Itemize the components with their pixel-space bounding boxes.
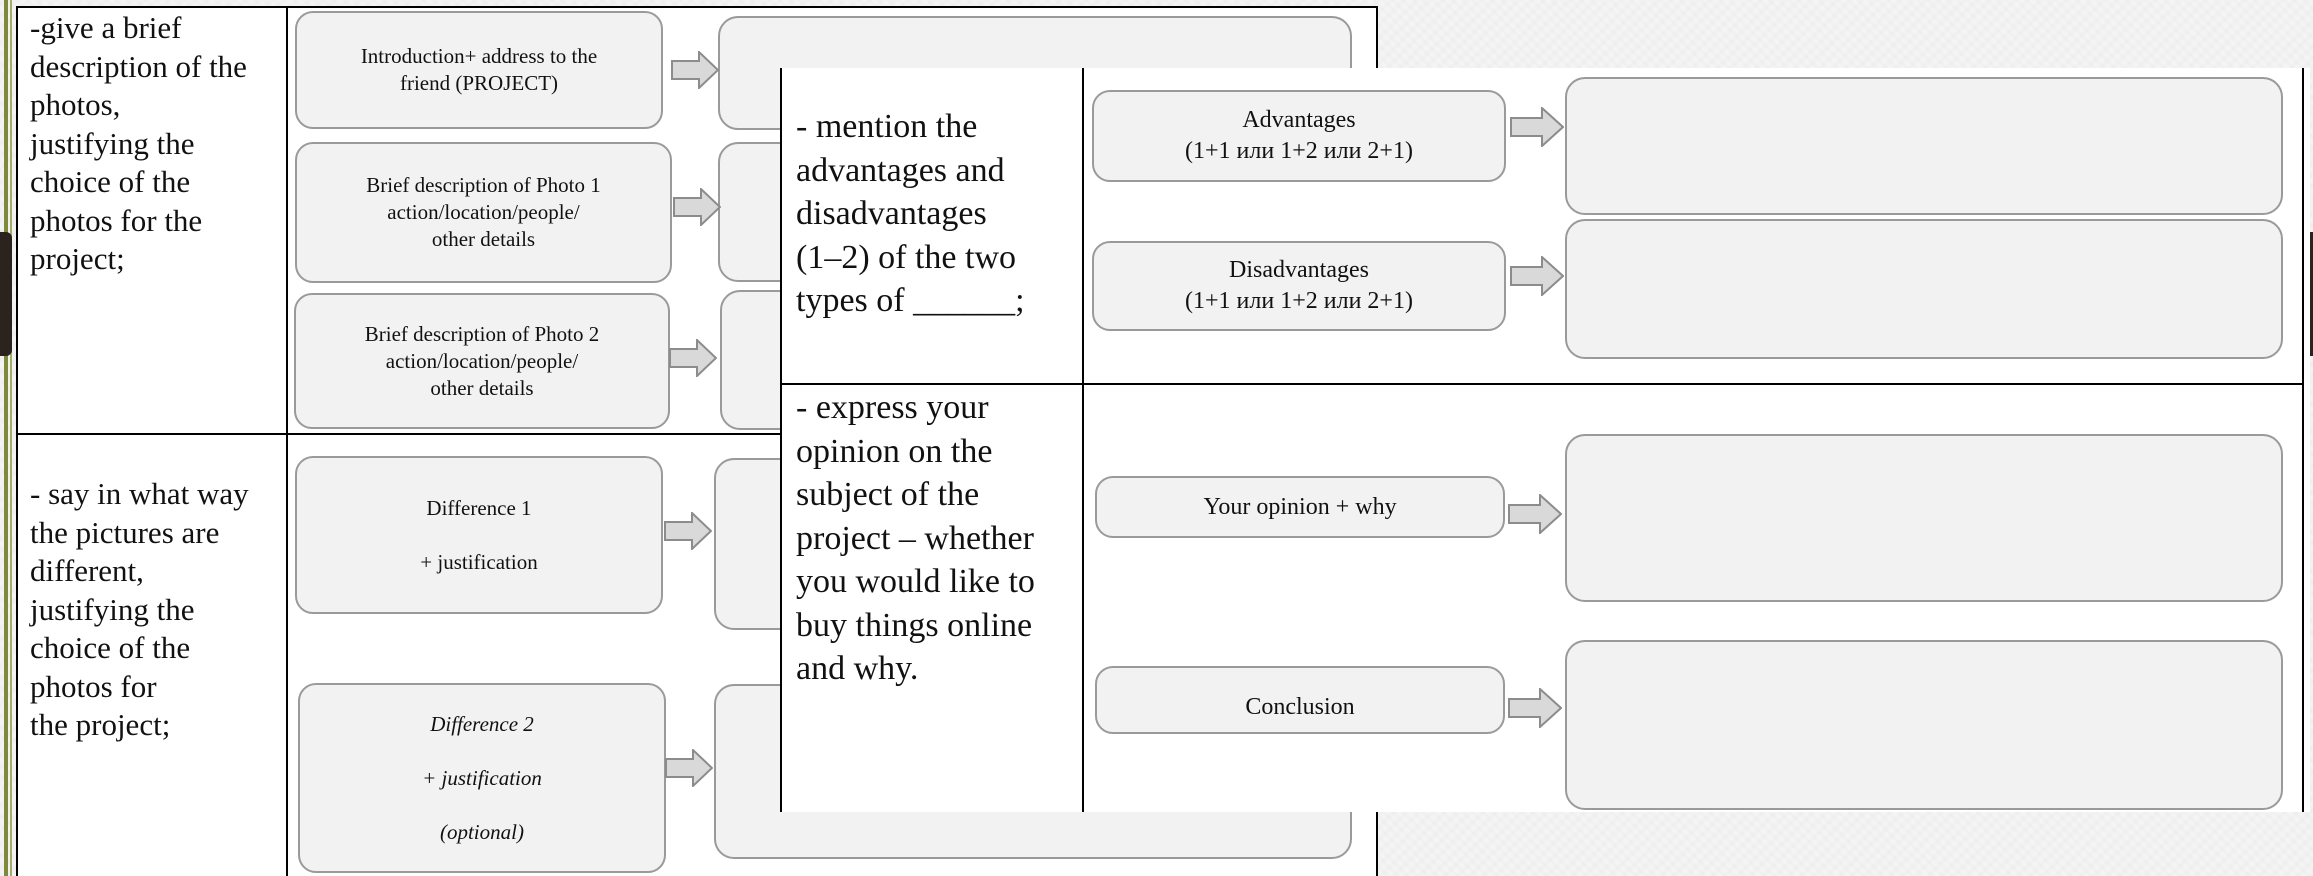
your-opinion-answer-box: [1565, 434, 2283, 602]
left-table-column-divider: [286, 6, 288, 876]
left-table-left-border: [16, 6, 18, 876]
difference2-box: Difference 2 + justification (optional): [298, 683, 666, 873]
arrow-right-icon: [669, 339, 717, 377]
right-table-column-divider: [1082, 68, 1084, 812]
advantages-answer-box: [1565, 77, 2283, 215]
right-table-left-border: [780, 68, 782, 812]
arrow-right-icon: [1508, 688, 1562, 728]
your-opinion-box: Your opinion + why: [1095, 476, 1505, 538]
right-table-row-divider: [780, 383, 2304, 385]
left-row1-instruction: -give a brief description of the photos,…: [30, 10, 247, 276]
disadvantages-box: Disadvantages (1+1 или 1+2 или 2+1): [1092, 241, 1506, 331]
arrow-right-icon: [665, 749, 713, 787]
intro-box: Introduction+ address to the friend (PRO…: [295, 11, 663, 129]
advantages-box: Advantages (1+1 или 1+2 или 2+1): [1092, 90, 1506, 182]
left-table-row-divider: [16, 433, 1378, 435]
photo1-description-box: Brief description of Photo 1 action/loca…: [295, 142, 672, 283]
conclusion-box: Conclusion: [1095, 666, 1505, 734]
arrow-right-icon: [1508, 494, 1562, 534]
frame-accent-line: [4, 0, 8, 876]
right-row1-instruction: - mention the advantages and disadvantag…: [796, 108, 1025, 319]
arrow-right-icon: [664, 512, 712, 550]
conclusion-answer-box: [1565, 640, 2283, 810]
frame-accent-line-inner: [10, 0, 12, 876]
arrow-right-icon: [1510, 256, 1564, 296]
arrow-right-icon: [1510, 107, 1564, 147]
photo2-description-box: Brief description of Photo 2 action/loca…: [294, 293, 670, 429]
arrow-right-icon: [673, 188, 721, 226]
left-table-top-border: [16, 6, 1378, 8]
arrow-right-icon: [671, 51, 719, 89]
difference1-box: Difference 1 + justification: [295, 456, 663, 614]
right-row2-instruction: - express your opinion on the subject of…: [796, 389, 1035, 687]
left-row2-instruction: - say in what way the pictures are diffe…: [30, 476, 249, 742]
slide-edge-tab-left: [0, 232, 12, 356]
disadvantages-answer-box: [1565, 219, 2283, 359]
right-table-right-border: [2302, 68, 2304, 812]
